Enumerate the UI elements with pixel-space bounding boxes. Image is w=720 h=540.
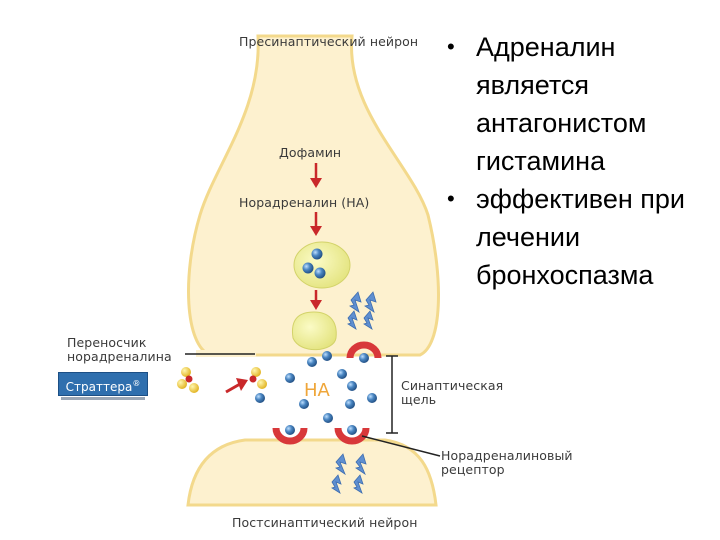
autoreceptor	[346, 341, 382, 359]
registered-mark: ®	[132, 379, 141, 388]
transporter-subunit	[189, 383, 199, 393]
cleft-bracket	[386, 355, 398, 434]
na-center-label: НА	[304, 380, 331, 401]
presynaptic-label: Пресинаптический нейрон	[239, 34, 419, 49]
signal-bolt-icon	[363, 310, 374, 330]
signal-bolt-icon	[364, 291, 377, 313]
bullet-text: Адреналин является антагонистом гистамин…	[476, 32, 647, 176]
drug-action-arrow	[225, 378, 248, 394]
bullet-list: • Адреналин является антагонистом гистами…	[443, 28, 713, 294]
na-receptor	[334, 427, 370, 445]
transporter-subunit	[251, 367, 261, 377]
transporter-label-line2: норадреналина	[67, 349, 172, 364]
arrow-dopamine-to-na	[310, 163, 322, 188]
cleft-label-line1: Синаптическая	[401, 378, 504, 393]
receptor-label-line1: Норадреналиновый	[441, 448, 573, 463]
strattera-label: Страттера	[65, 380, 133, 394]
na-molecule	[285, 425, 295, 435]
signal-bolt-icon	[335, 453, 347, 476]
signal-bolt-icon	[331, 474, 342, 494]
bullet-item: • эффективен при лечении бронхоспазма	[443, 180, 713, 294]
presynaptic-neuron-shape	[187, 34, 440, 357]
fusing-vesicle	[291, 311, 337, 351]
na-molecule	[311, 248, 323, 260]
transporter-subunit	[257, 379, 267, 389]
transporter-label-line1: Переносчик	[67, 335, 147, 350]
arrow-vesicle-to-release	[310, 290, 322, 310]
signal-bolt-icon	[353, 474, 364, 494]
postsynaptic-neuron-shape	[186, 438, 438, 507]
bullet-text: эффективен при лечении бронхоспазма	[476, 184, 685, 290]
na-molecule	[347, 425, 357, 435]
signal-bolt-icon	[355, 453, 367, 476]
postsynaptic-label: Постсинаптический нейрон	[232, 515, 418, 530]
cleft-molecules	[255, 351, 377, 423]
bullet-dot-icon: •	[447, 34, 455, 59]
bullet-dot-icon: •	[447, 186, 455, 211]
noradrenaline-label: Норадреналин (НА)	[239, 195, 370, 210]
transporter-subunit	[177, 379, 187, 389]
transporter-red-dot	[249, 375, 257, 383]
strattera-drug-box: Страттера®	[58, 372, 148, 400]
dopamine-label: Дофамин	[279, 145, 342, 160]
signal-bolt-icon	[347, 310, 358, 330]
bullet-item: • Адреналин является антагонистом гистами…	[443, 28, 713, 180]
na-molecule	[359, 353, 369, 363]
arrow-na-to-vesicle	[310, 212, 322, 236]
na-receptor	[272, 427, 308, 445]
transporter-subunit	[181, 367, 191, 377]
vesicle	[293, 241, 351, 289]
receptor-label-line2: рецептор	[441, 462, 505, 477]
transporter-red-dot	[185, 375, 193, 383]
cleft-label-line2: щель	[401, 392, 437, 407]
receptor-pointer-line	[361, 435, 441, 457]
na-molecule	[314, 267, 326, 279]
na-molecule	[302, 262, 314, 274]
signal-bolt-icon	[349, 291, 362, 313]
